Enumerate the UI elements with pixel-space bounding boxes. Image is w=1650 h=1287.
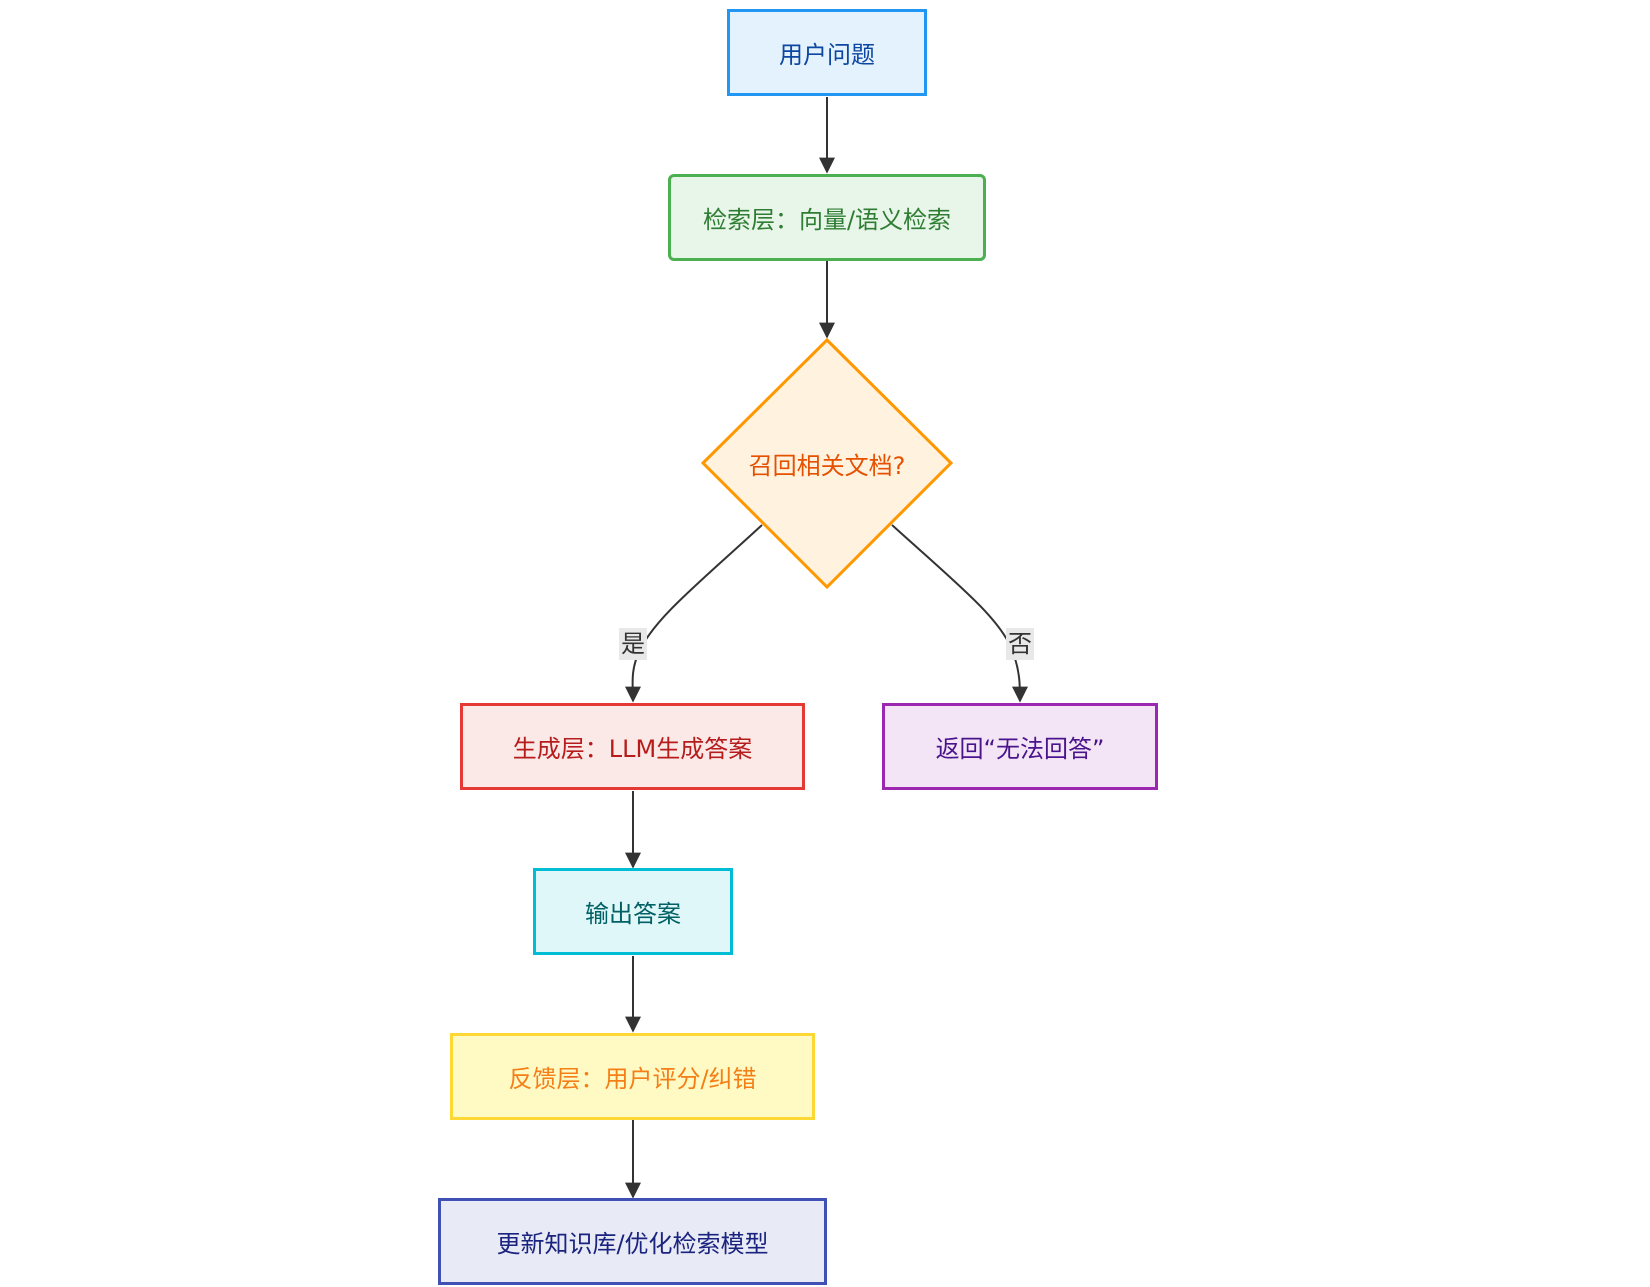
edge-label-no-text: 否	[1008, 630, 1032, 658]
node-update-knowledge: 更新知识库/优化检索模型	[438, 1198, 827, 1285]
node-user-question-label: 用户问题	[779, 41, 875, 69]
edge-label-yes-text: 是	[621, 630, 645, 658]
node-feedback-layer-label: 反馈层：用户评分/纠错	[508, 1065, 757, 1093]
edge-decision-to-cannot-answer	[891, 524, 1028, 703]
node-output-answer-label: 输出答案	[585, 900, 681, 928]
decision-label: 召回相关文档?	[748, 451, 906, 480]
edge-label-yes: 是	[619, 628, 647, 660]
node-user-question: 用户问题	[727, 9, 927, 96]
node-cannot-answer-label: 返回“无法回答”	[935, 735, 1105, 763]
node-cannot-answer: 返回“无法回答”	[882, 703, 1158, 790]
decision-label-box: 召回相关文档?	[703, 443, 951, 483]
edge-label-no: 否	[1006, 628, 1034, 660]
node-feedback-layer: 反馈层：用户评分/纠错	[450, 1033, 815, 1120]
edge-decision-to-generation	[624, 524, 763, 703]
node-output-answer: 输出答案	[533, 868, 733, 955]
node-retrieval-layer: 检索层：向量/语义检索	[668, 174, 986, 261]
node-generation-layer: 生成层：LLM生成答案	[460, 703, 805, 790]
node-generation-layer-label: 生成层：LLM生成答案	[512, 735, 753, 763]
node-update-knowledge-label: 更新知识库/优化检索模型	[496, 1230, 769, 1258]
node-retrieval-layer-label: 检索层：向量/语义检索	[702, 206, 952, 234]
decision-diamond	[700, 337, 954, 590]
